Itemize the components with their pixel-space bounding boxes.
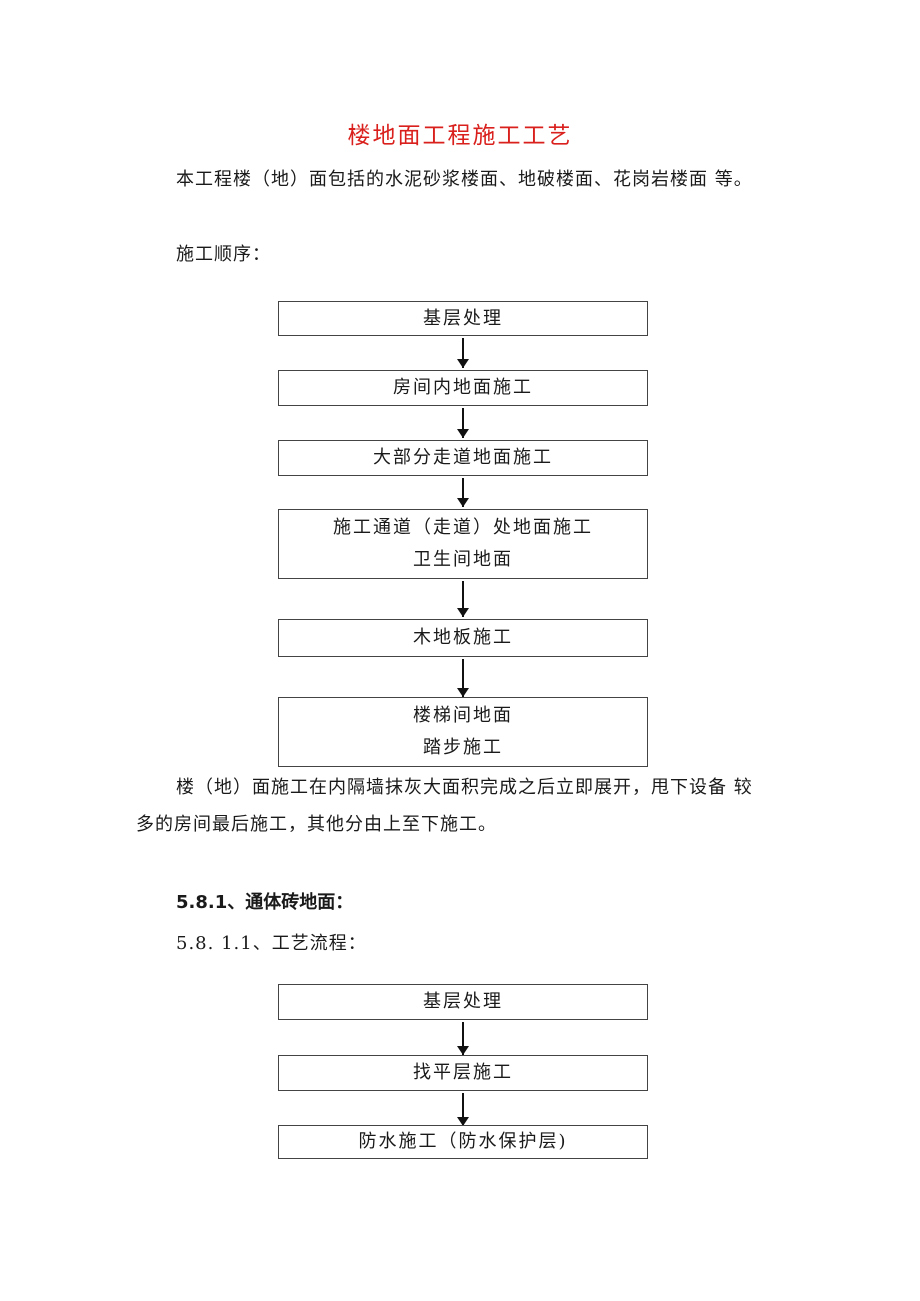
- flow-step-corridor-floor: 大部分走道地面施工: [278, 440, 648, 476]
- flow-step-label: 房间内地面施工: [393, 377, 533, 398]
- subsection-heading: 5.8. 1.1、工艺流程：: [176, 933, 367, 954]
- flow-step-room-floor: 房间内地面施工: [278, 370, 648, 406]
- flow-step-label: 防水施工（防水保护层): [358, 1131, 568, 1152]
- flow-step-wood-floor: 木地板施工: [278, 619, 648, 657]
- note-paragraph-line-1: 楼（地）面施工在内隔墙抹灰大面积完成之后立即展开，甩下设备 较: [176, 777, 753, 798]
- down-arrow-icon: [456, 1022, 470, 1055]
- sequence-label: 施工顺序：: [176, 244, 271, 265]
- note-paragraph-line-2: 多的房间最后施工，其他分由上至下施工。: [136, 814, 497, 835]
- flow-step-stairwell: 楼梯间地面 踏步施工: [278, 697, 648, 767]
- intro-paragraph: 本工程楼（地）面包括的水泥砂浆楼面、地破楼面、花岗岩楼面 等。: [176, 169, 753, 190]
- flow-step-label: 楼梯间地面: [413, 705, 513, 726]
- flow-step-leveling-layer: 找平层施工: [278, 1055, 648, 1091]
- flow-step-waterproofing: 防水施工（防水保护层): [278, 1125, 648, 1159]
- flow-step-label: 大部分走道地面施工: [373, 447, 553, 468]
- flow-step-label: 基层处理: [423, 991, 503, 1012]
- down-arrow-icon: [456, 581, 470, 617]
- flow-step-label: 找平层施工: [413, 1062, 513, 1083]
- page-title: 楼地面工程施工工艺: [347, 123, 573, 149]
- down-arrow-icon: [456, 478, 470, 507]
- flow-step-label: 施工通道（走道）处地面施工: [333, 517, 593, 538]
- flow-step-label: 踏步施工: [423, 737, 503, 758]
- flow-step-label: 基层处理: [423, 307, 503, 329]
- down-arrow-icon: [456, 1093, 470, 1126]
- down-arrow-icon: [456, 408, 470, 438]
- down-arrow-icon: [456, 338, 470, 368]
- flow-step-label: 卫生间地面: [413, 549, 513, 570]
- flow-step-base-treatment: 基层处理: [278, 301, 648, 336]
- flow-step-label: 木地板施工: [413, 627, 513, 648]
- flow-step-passage-and-bathroom: 施工通道（走道）处地面施工 卫生间地面: [278, 509, 648, 579]
- down-arrow-icon: [456, 659, 470, 697]
- flow-step-base-treatment: 基层处理: [278, 984, 648, 1020]
- section-heading: 5.8.1、通体砖地面：: [176, 892, 354, 913]
